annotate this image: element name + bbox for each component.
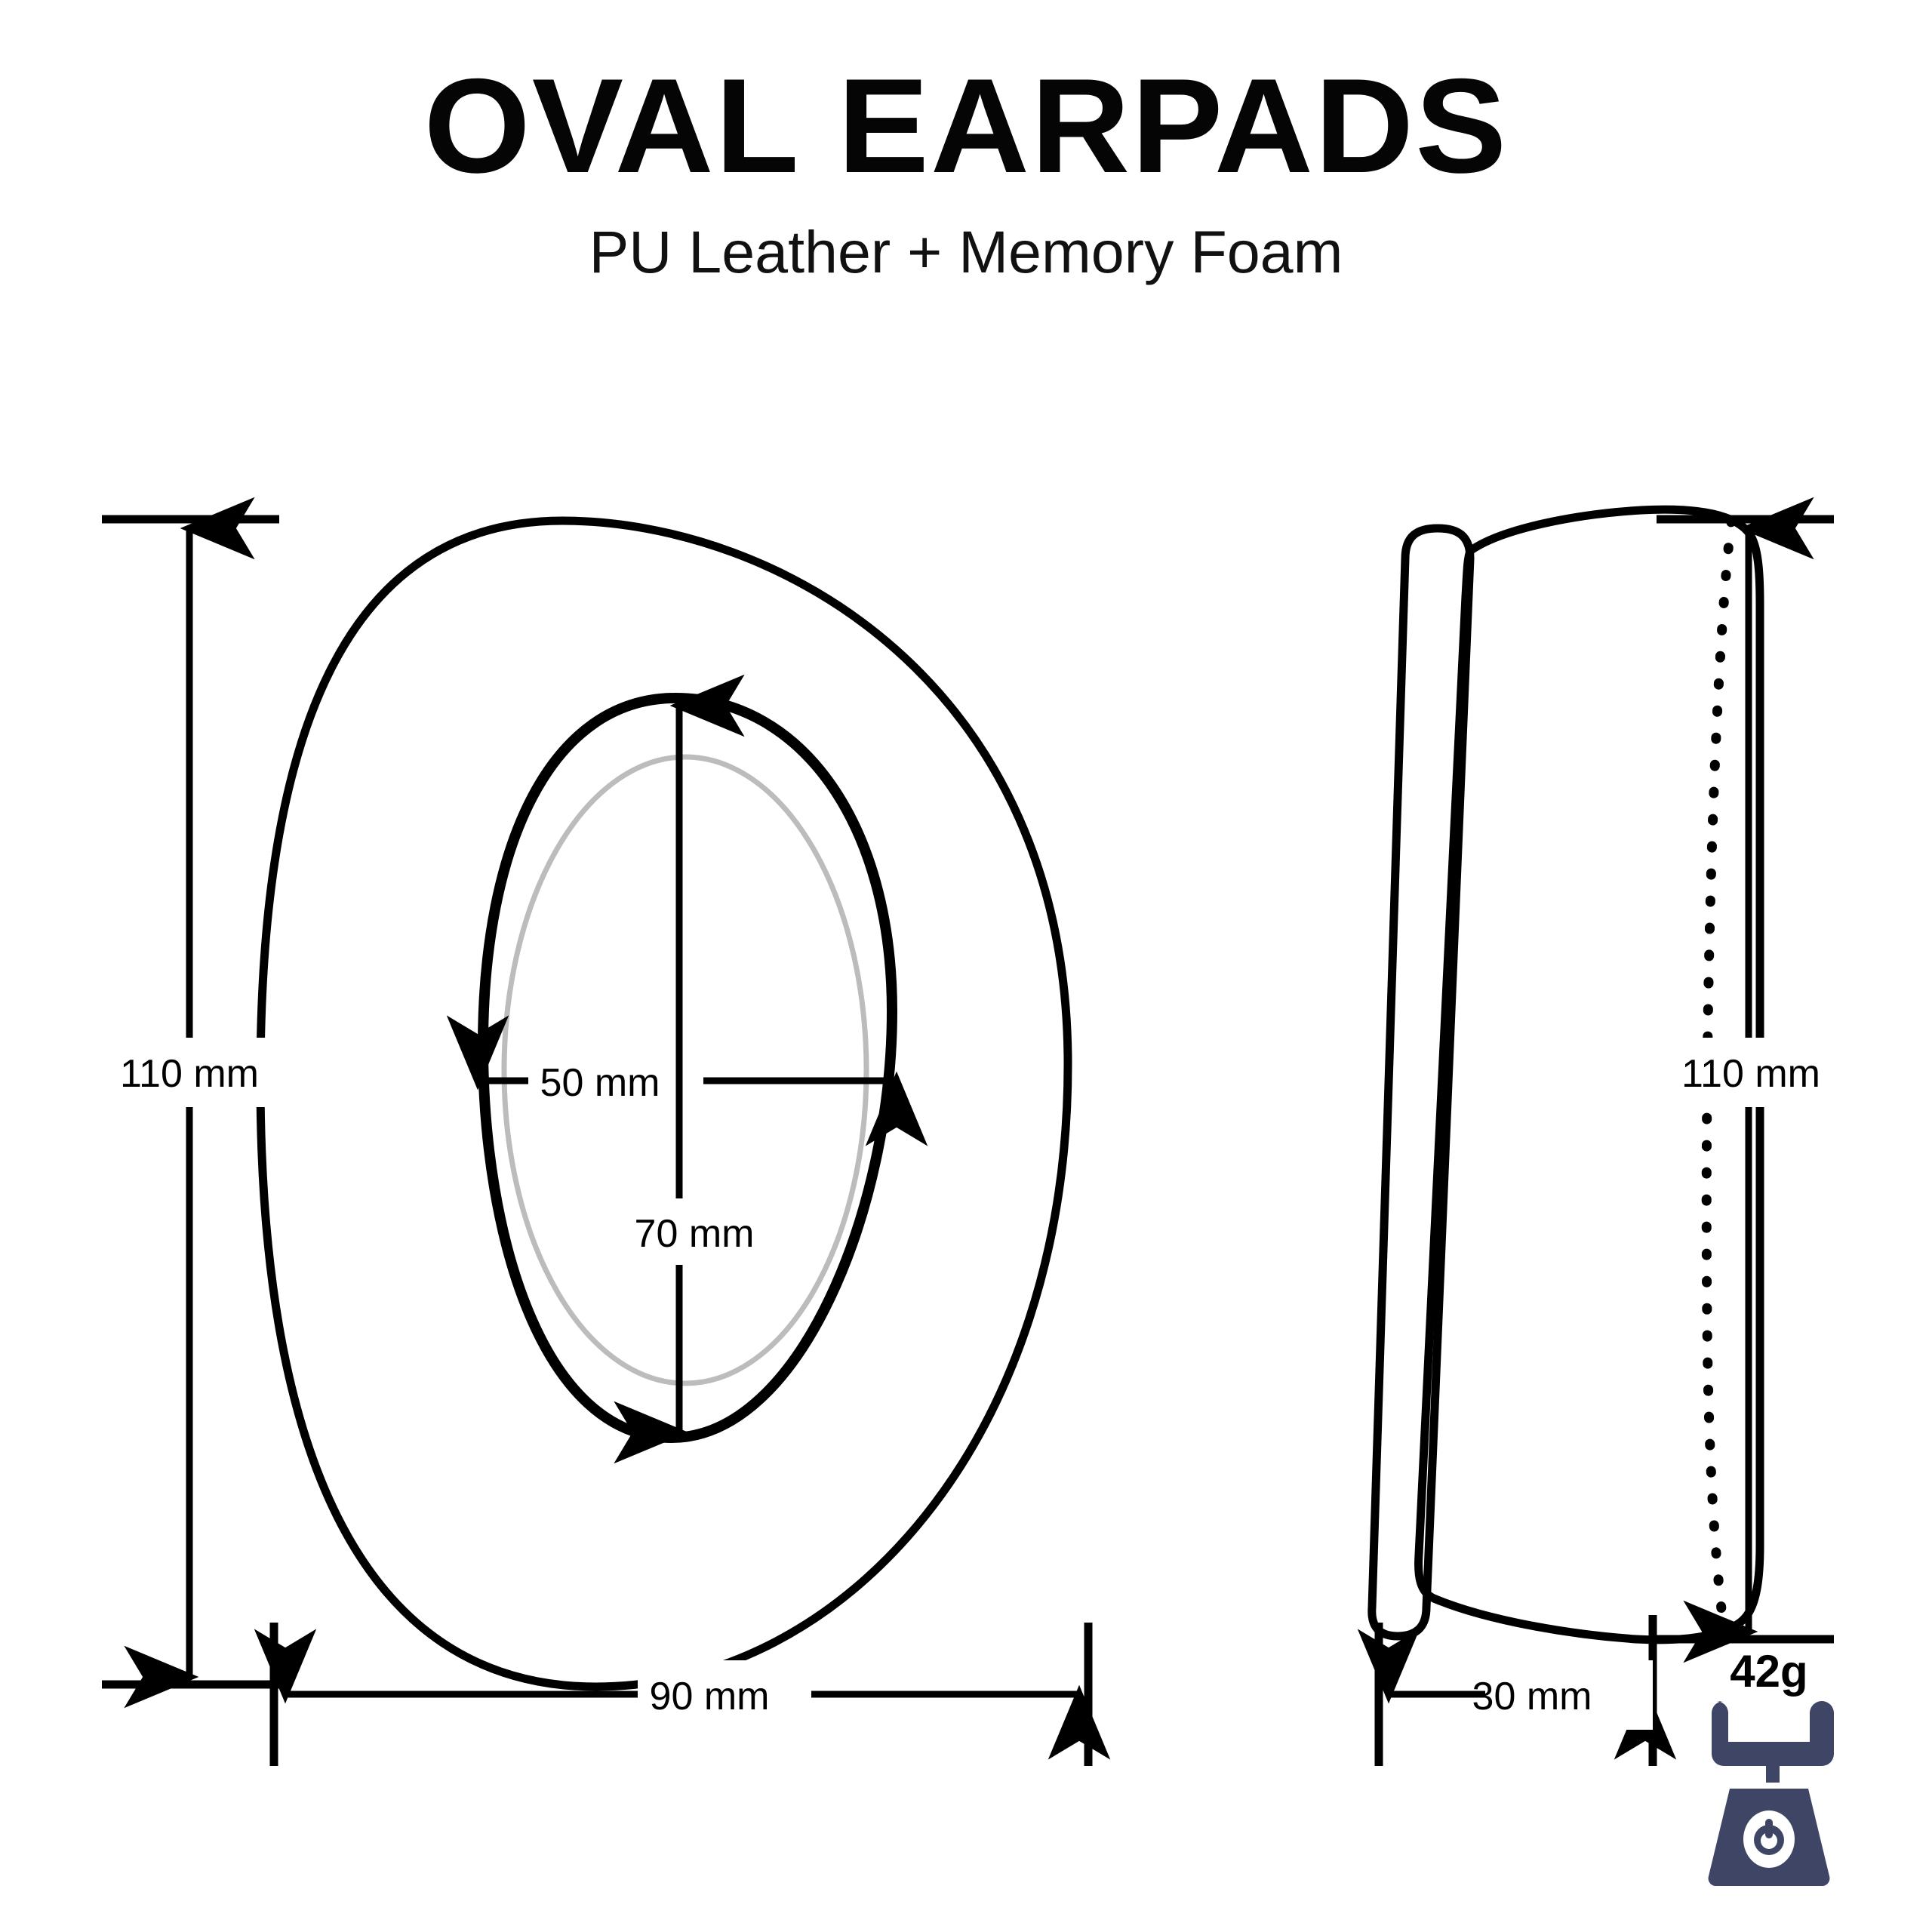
front-outer-oval-outline	[256, 516, 1072, 1691]
weight-badge: 42g	[1708, 1646, 1834, 1887]
dim-side-depth: 30 mm	[1357, 1615, 1677, 1766]
dim-front-width: 90 mm	[254, 1623, 1111, 1766]
dim-opening-width: 50 mm	[446, 1015, 928, 1146]
dim-label-opening-height: 70 mm	[635, 1212, 755, 1256]
kitchen-scale-icon	[1708, 1701, 1834, 1887]
dim-label-opening-width: 50 mm	[540, 1061, 660, 1105]
weight-value-label: 42g	[1730, 1646, 1807, 1697]
dim-label-bg-opening-height	[625, 1198, 800, 1265]
dim-side-height: 110 mm	[1653, 497, 1850, 1663]
dim-label-bg-front-width	[638, 1660, 811, 1730]
dim-label-bg-side-depth	[1485, 1660, 1653, 1730]
dim-label-bg-opening-width	[528, 1048, 703, 1114]
dim-label-side-height: 110 mm	[1681, 1052, 1820, 1096]
dim-label-front-width: 90 mm	[650, 1675, 770, 1718]
scale-power-stem	[1765, 1819, 1773, 1838]
side-seam-dotted-line	[1701, 515, 1737, 1634]
dim-opening-height: 70 mm	[614, 674, 800, 1464]
scale-power-ring	[1754, 1825, 1784, 1855]
dim-label-bg-side-height	[1653, 1038, 1850, 1107]
dim-label-front-height: 110 mm	[120, 1052, 259, 1096]
dim-label-side-depth: 30 mm	[1472, 1675, 1592, 1718]
scale-tray-shape	[1712, 1701, 1834, 1783]
scale-dial-shape	[1743, 1810, 1795, 1868]
dim-label-bg-front-height	[91, 1038, 288, 1107]
dim-front-height: 110 mm	[91, 497, 288, 1709]
